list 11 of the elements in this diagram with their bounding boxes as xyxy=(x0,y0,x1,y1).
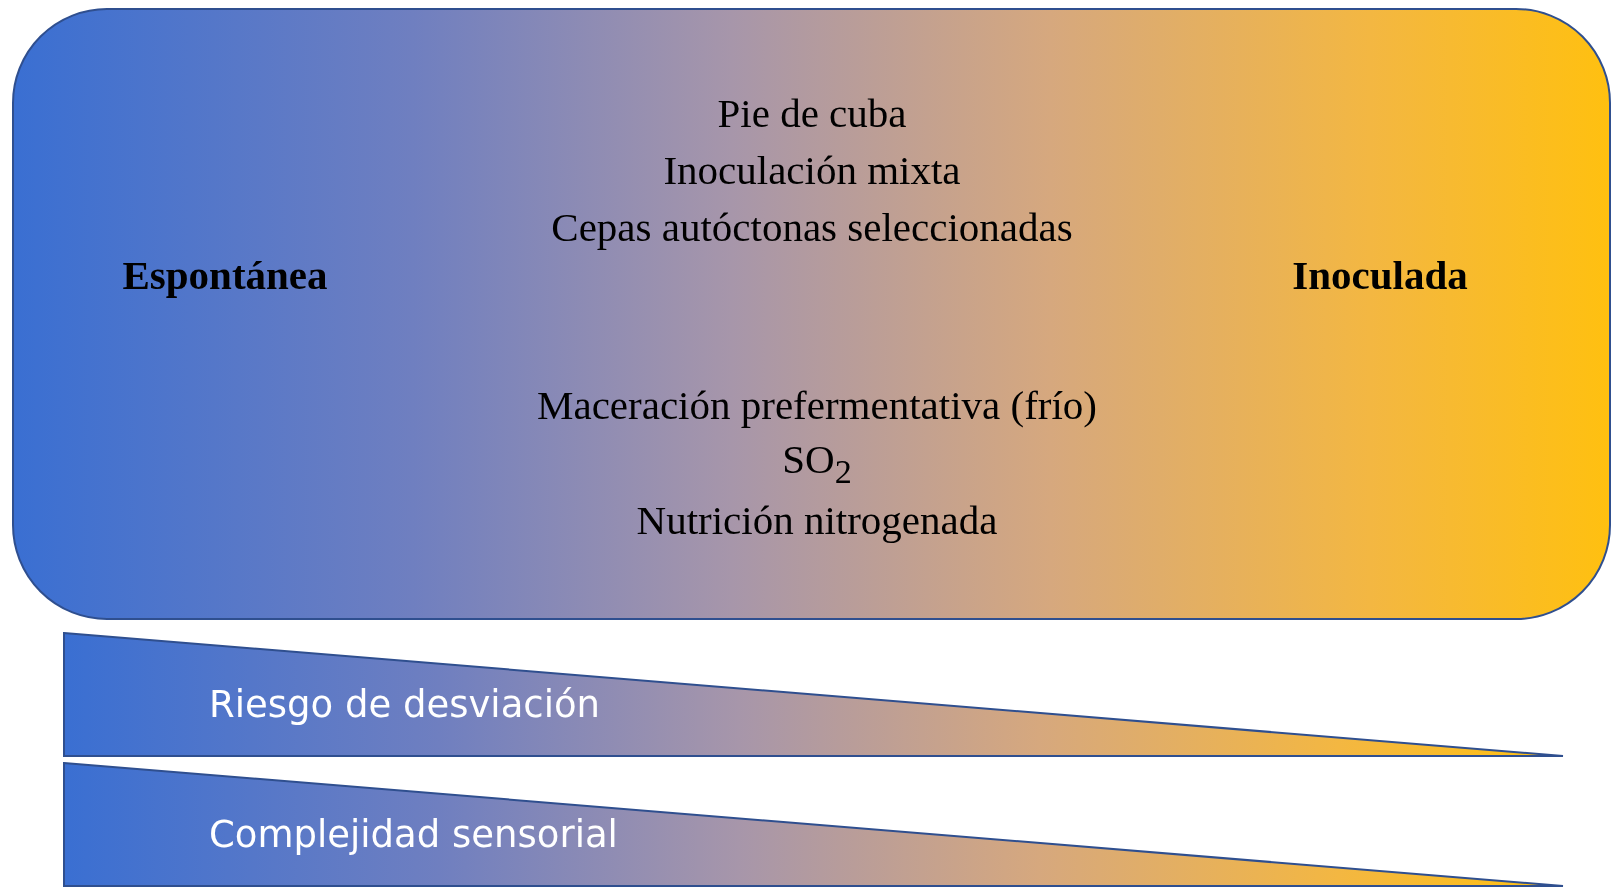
factor-text: Inoculación mixta xyxy=(663,146,961,194)
wedge-label: Riesgo de desviación xyxy=(209,682,600,726)
factor-text: SO$_{2}$ xyxy=(782,435,852,491)
gradient-panel xyxy=(12,8,1611,620)
end-label: Espontánea xyxy=(122,251,328,299)
factor-text: Cepas autóctonas seleccionadas xyxy=(551,203,1073,251)
factor-text: Maceración prefermentativa (frío) xyxy=(537,381,1097,429)
end-label: Inoculada xyxy=(1292,251,1468,299)
factor-text: Pie de cuba xyxy=(717,89,907,137)
factor-text: Nutrición nitrogenada xyxy=(636,496,998,544)
wedge-label: Complejidad sensorial xyxy=(209,812,618,856)
